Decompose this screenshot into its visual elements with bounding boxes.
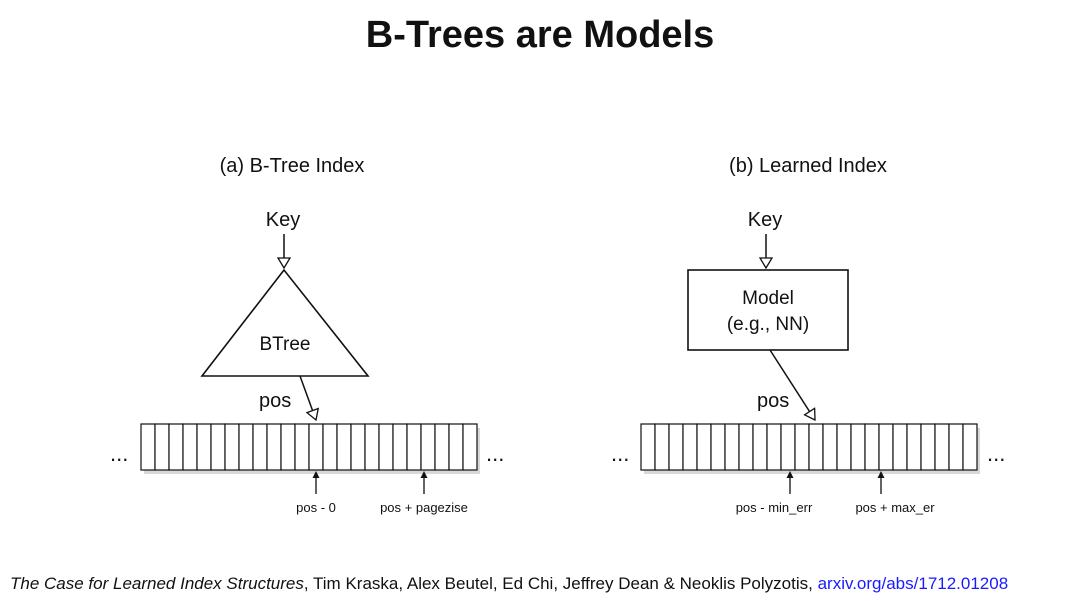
- panel-a-array-cell: [448, 423, 464, 471]
- panel-a-array-cell: [364, 423, 380, 471]
- slide-title: B-Trees are Models: [365, 14, 715, 56]
- panel-b-ellipsis-right: ...: [987, 441, 1005, 466]
- panel-a-array-cell: [196, 423, 212, 471]
- panel-b-array-cell: [654, 423, 670, 471]
- panel-b-key-label: Key: [748, 209, 782, 231]
- panel-b-array-cell: [948, 423, 964, 471]
- panel-b-array: [640, 423, 980, 474]
- panel-a-array-cell: [168, 423, 184, 471]
- panel-b-pos-label: pos: [757, 390, 789, 412]
- panel-a-array-cell: [392, 423, 408, 471]
- panel-a-array-cell: [140, 423, 156, 471]
- panel-b-array-cell: [668, 423, 684, 471]
- panel-b-array-cell: [892, 423, 908, 471]
- panel-a-array-cell: [378, 423, 394, 471]
- panel-a-pos-arrow: [299, 375, 316, 420]
- panel-a-marker-right-head: [420, 471, 428, 478]
- panel-a-ellipsis-left: ...: [110, 441, 128, 466]
- panel-b-pos-arrow: [769, 349, 815, 420]
- btree-node-label: BTree: [259, 334, 310, 355]
- panel-b-array-cell: [794, 423, 810, 471]
- panel-a-array-cell: [252, 423, 268, 471]
- panel-b-array-cell: [752, 423, 768, 471]
- panel-b-marker-left-head: [786, 471, 794, 478]
- panel-a-array-cell: [266, 423, 282, 471]
- model-label-line1: Model: [742, 288, 794, 309]
- panel-a-array-cell: [420, 423, 436, 471]
- panel-a-marker-right-label: pos + pagezise: [380, 500, 468, 515]
- panel-a-array-cell: [238, 423, 254, 471]
- panel-learned-index: (b) Learned Index Key Model (e.g., NN) p…: [611, 155, 1005, 515]
- panel-b-array-cell: [906, 423, 922, 471]
- panel-a-key-label: Key: [266, 209, 300, 231]
- panel-a-array-cell: [406, 423, 422, 471]
- panel-a-array-cell: [434, 423, 450, 471]
- panel-btree-index: (a) B-Tree Index Key BTree pos ... ... p…: [110, 155, 504, 515]
- panel-b-array-cell: [962, 423, 978, 471]
- panel-b-array-cell: [640, 423, 656, 471]
- panel-a-marker-left-label: pos - 0: [296, 500, 336, 515]
- panel-b-array-cell: [710, 423, 726, 471]
- panel-b-marker-left-label: pos - min_err: [736, 500, 813, 515]
- panel-b-array-cell: [864, 423, 880, 471]
- panel-b-array-cell: [934, 423, 950, 471]
- model-label-line2: (e.g., NN): [727, 314, 809, 335]
- panel-a-caption: (a) B-Tree Index: [220, 155, 365, 177]
- panel-b-ellipsis-left: ...: [611, 441, 629, 466]
- panel-b-array-cell: [822, 423, 838, 471]
- citation: The Case for Learned Index Structures, T…: [10, 574, 1008, 594]
- panel-b-array-cell: [780, 423, 796, 471]
- panel-a-array-cell: [308, 423, 324, 471]
- panel-b-array-cell: [696, 423, 712, 471]
- panel-b-array-cell: [766, 423, 782, 471]
- panel-a-array-cell: [182, 423, 198, 471]
- panel-b-array-cell: [878, 423, 894, 471]
- panel-b-array-cell: [738, 423, 754, 471]
- panel-b-array-cell: [836, 423, 852, 471]
- model-box: [687, 269, 849, 351]
- panel-a-array-cell: [322, 423, 338, 471]
- panel-a-array-cell: [154, 423, 170, 471]
- panel-a-array-cell: [280, 423, 296, 471]
- citation-authors: , Tim Kraska, Alex Beutel, Ed Chi, Jeffr…: [303, 574, 818, 593]
- btree-triangle: [200, 268, 370, 377]
- panel-a-array: [140, 423, 480, 474]
- panel-a-array-cell: [224, 423, 240, 471]
- panel-a-array-cell: [210, 423, 226, 471]
- panel-a-array-cell: [294, 423, 310, 471]
- panel-a-ellipsis-right: ...: [486, 441, 504, 466]
- panel-a-marker-left-head: [312, 471, 320, 478]
- panel-a-array-cell: [336, 423, 352, 471]
- panel-b-array-cell: [682, 423, 698, 471]
- citation-paper-title: The Case for Learned Index Structures: [10, 574, 304, 593]
- panel-a-pos-label: pos: [259, 390, 291, 412]
- panel-b-array-cell: [808, 423, 824, 471]
- panel-b-array-cell: [850, 423, 866, 471]
- panel-b-marker-right-head: [877, 471, 885, 478]
- panel-a-array-cell: [350, 423, 366, 471]
- panel-b-array-cell: [920, 423, 936, 471]
- panel-b-marker-right-label: pos + max_er: [855, 500, 935, 515]
- panel-b-caption: (b) Learned Index: [729, 155, 887, 177]
- citation-link[interactable]: arxiv.org/abs/1712.01208: [817, 574, 1009, 593]
- panel-b-array-cell: [724, 423, 740, 471]
- panel-a-array-cell: [462, 423, 478, 471]
